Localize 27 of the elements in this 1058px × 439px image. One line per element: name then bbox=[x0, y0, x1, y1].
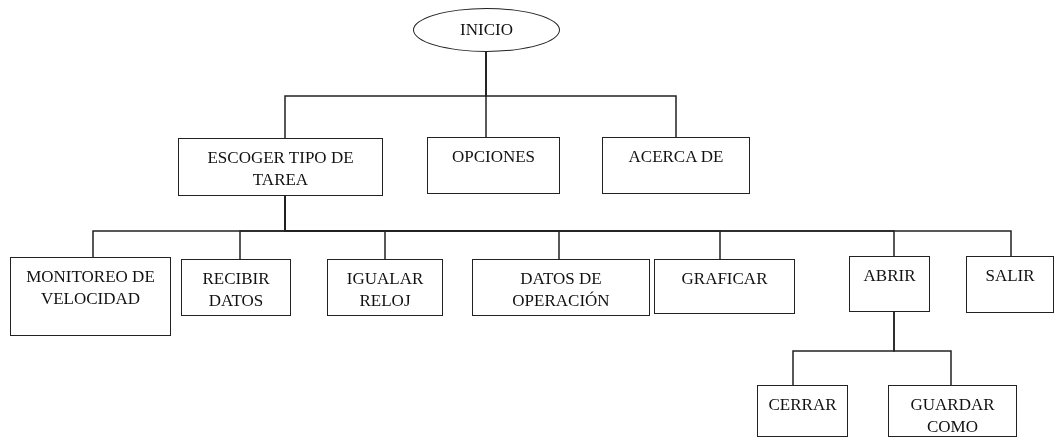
box-label: INICIO bbox=[460, 18, 513, 41]
box-label: DATOS DE OPERACIÓN bbox=[511, 268, 611, 313]
box-label: ESCOGER TIPO DE TAREA bbox=[206, 147, 355, 192]
box-label: SALIR bbox=[985, 265, 1035, 287]
process-box bbox=[472, 259, 650, 316]
box-label: MONITOREO DE VELOCIDAD bbox=[25, 266, 156, 311]
process-box bbox=[849, 256, 930, 312]
box-label: ACERCA DE bbox=[628, 146, 724, 168]
process-box bbox=[327, 259, 443, 316]
box-label: IGUALAR RELOJ bbox=[345, 268, 425, 313]
process-box bbox=[654, 259, 795, 314]
process-box bbox=[602, 137, 750, 194]
process-box bbox=[888, 385, 1017, 437]
box-label: CERRAR bbox=[768, 394, 837, 416]
process-box bbox=[966, 256, 1054, 313]
box-label: ABRIR bbox=[863, 265, 916, 287]
process-box bbox=[10, 257, 171, 336]
connector-line bbox=[893, 311, 952, 386]
process-box bbox=[757, 385, 848, 437]
box-label: RECIBIR DATOS bbox=[201, 268, 271, 313]
connector-line bbox=[485, 51, 677, 138]
process-box bbox=[178, 138, 383, 196]
process-box bbox=[427, 137, 560, 194]
box-label: OPCIONES bbox=[451, 146, 536, 168]
box-label: GUARDAR COMO bbox=[909, 394, 996, 439]
process-box bbox=[181, 259, 291, 316]
box-label: GRAFICAR bbox=[681, 268, 768, 290]
